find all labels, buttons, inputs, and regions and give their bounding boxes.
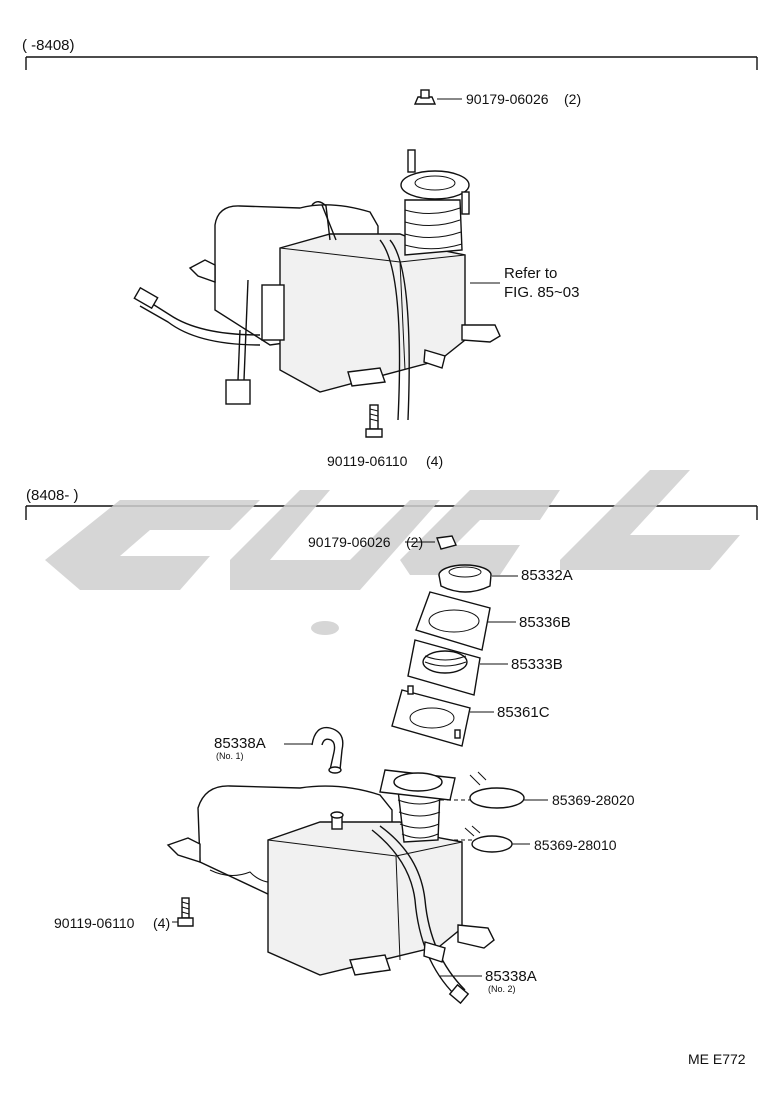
bottom-nut-icon (405, 535, 457, 550)
top-nut-part-number: 90179-06026 (466, 91, 549, 107)
hose-no1-part-number: 85338A (214, 735, 266, 752)
hose-no1-drawing (284, 726, 344, 774)
top-range-label: ( -8408) (22, 37, 75, 54)
watermark-logo (45, 470, 740, 635)
top-nut-quantity: (2) (564, 91, 582, 107)
gasket-85336b-drawing (415, 591, 516, 651)
bottom-nut-quantity: (2) (406, 534, 424, 550)
refer-figure-text: FIG. 85~03 (504, 284, 580, 301)
cap-part-number: 85332A (521, 567, 573, 584)
gasket-85361c-drawing (391, 685, 494, 747)
bottom-washer-tank-drawing (166, 769, 495, 1005)
refer-to-text: Refer to (504, 265, 558, 282)
label1-part-number: 85369-28020 (552, 792, 635, 808)
bottom-bolt-icon (172, 897, 194, 927)
bottom-bolt-quantity: (4) (153, 915, 171, 931)
label2-part-number: 85369-28010 (534, 837, 617, 853)
top-bolt-part-number: 90119-06110 (327, 453, 408, 469)
top-bolt-quantity: (4) (426, 453, 444, 469)
bottom-range-label: (8408- ) (26, 487, 79, 504)
gasket-bottom-part-number: 85361C (497, 704, 550, 721)
gasket-top-part-number: 85336B (519, 614, 571, 631)
top-bolt-icon (365, 404, 383, 438)
bottom-nut-part-number: 90179-06026 (308, 534, 391, 550)
inlet-part-number: 85333B (511, 656, 563, 673)
hose-no2-part-number: 85338A (485, 968, 537, 985)
figure-code: ME E772 (688, 1051, 746, 1067)
inlet-85333b-drawing (407, 639, 508, 696)
bottom-bolt-part-number: 90119-06110 (54, 915, 135, 931)
hose-no1-subtitle: (No. 1) (216, 751, 244, 761)
cap-85332a-drawing (438, 564, 518, 593)
label-decals-drawing (440, 771, 548, 853)
top-section-bracket (25, 56, 758, 70)
top-nut-icon (413, 89, 462, 105)
top-washer-tank-drawing (133, 149, 501, 421)
hose-no2-subtitle: (No. 2) (488, 984, 516, 994)
